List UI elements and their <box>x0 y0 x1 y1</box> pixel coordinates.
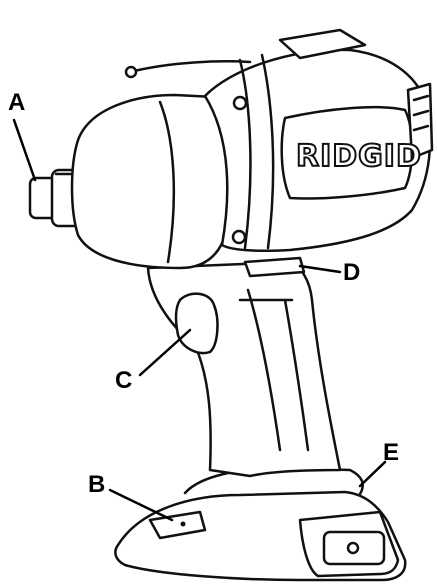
handle <box>146 260 342 478</box>
logo-plate <box>280 105 414 200</box>
leader-line-e <box>358 460 387 488</box>
nose-housing <box>70 93 232 270</box>
callout-label-e: E <box>383 439 399 466</box>
callout-label-a: A <box>8 89 25 116</box>
leader-line-c <box>138 328 192 377</box>
leader-line-b <box>108 488 174 522</box>
trigger <box>174 292 219 355</box>
callout-label-d: D <box>343 259 360 286</box>
leader-line-d <box>298 264 342 274</box>
side-vents <box>406 82 434 160</box>
brand-logo: RIDGID <box>296 139 422 174</box>
battery-pack <box>114 466 407 582</box>
callout-label-c: C <box>115 367 132 394</box>
housing-screws <box>124 65 248 245</box>
direction-switch <box>243 256 306 278</box>
callout-label-b: B <box>88 471 105 498</box>
leader-line-a <box>12 118 37 182</box>
